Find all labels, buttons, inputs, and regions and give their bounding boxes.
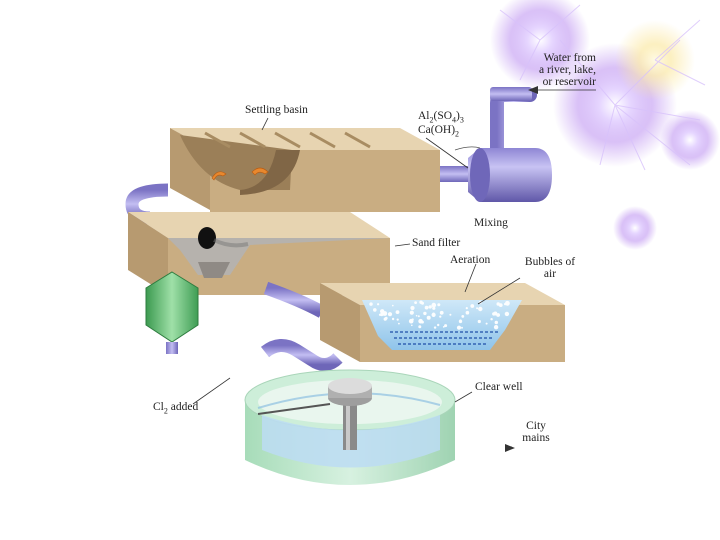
decorative-sparkles xyxy=(490,0,720,250)
cl2-part-a: Cl xyxy=(153,401,164,413)
air-bubble xyxy=(418,325,422,329)
air-bubble xyxy=(395,310,400,314)
chem2-part-a: Ca(OH) xyxy=(418,124,456,136)
cl2-part-c: added xyxy=(167,401,199,413)
air-bubble xyxy=(410,305,415,311)
inlet-pipe xyxy=(490,87,537,155)
air-bubble xyxy=(377,303,380,306)
chem1-part-f: 3 xyxy=(459,115,464,125)
air-bubble xyxy=(433,326,437,329)
bubbles-label: Bubbles of air xyxy=(518,256,582,280)
air-bubble xyxy=(426,315,431,320)
chem1-part-e: ) xyxy=(456,110,460,122)
air-bubble xyxy=(449,313,452,316)
air-bubble xyxy=(424,305,429,310)
air-bubble xyxy=(384,316,388,320)
air-bubble xyxy=(444,324,448,328)
air-bubble xyxy=(456,325,462,330)
air-bubble xyxy=(470,304,475,308)
air-bubble xyxy=(459,319,462,322)
inlet-arrow-icon xyxy=(528,86,538,94)
chlorine-label: Cl2 added xyxy=(153,401,198,417)
city-mains-line2: mains xyxy=(522,432,550,444)
chlorinator xyxy=(145,271,199,354)
source-label-line1: Water from xyxy=(543,52,596,64)
aeration-tank xyxy=(320,283,565,362)
source-label: Water from a river, lake, or reservoir xyxy=(506,52,596,88)
settling-basin xyxy=(170,128,440,212)
cl2-part-b: 2 xyxy=(163,406,168,416)
air-bubble xyxy=(461,315,465,318)
outlet-arrow-icon xyxy=(505,444,515,452)
air-bubble xyxy=(485,322,488,325)
air-bubble xyxy=(477,319,481,324)
air-bubble xyxy=(415,314,418,317)
air-bubble xyxy=(465,310,470,315)
air-bubble xyxy=(442,326,445,328)
sand-filter-label: Sand filter xyxy=(412,237,461,249)
air-bubble xyxy=(369,302,373,306)
air-bubble xyxy=(391,317,395,321)
air-bubble xyxy=(493,325,499,330)
clear-well xyxy=(244,369,456,485)
air-bubble xyxy=(439,315,442,318)
air-bubble xyxy=(421,301,424,305)
air-bubble xyxy=(490,318,493,321)
source-label-line2: a river, lake, xyxy=(538,64,596,76)
chemical-alum-label: Al2(SO4)3 xyxy=(418,110,464,126)
air-bubble xyxy=(437,323,440,327)
air-bubble xyxy=(504,311,510,317)
chem2-part-b: 2 xyxy=(455,129,460,139)
air-bubble xyxy=(373,308,377,312)
air-bubble xyxy=(409,310,414,315)
aeration-label: Aeration xyxy=(450,254,491,266)
air-bubble xyxy=(392,304,394,307)
air-bubble xyxy=(418,318,423,324)
air-bubble xyxy=(428,305,432,309)
air-bubble xyxy=(493,311,498,316)
air-bubble xyxy=(417,315,420,318)
pipe-filter-to-aeration xyxy=(263,281,326,318)
mixing-label: Mixing xyxy=(474,217,508,229)
air-bubble xyxy=(504,302,507,306)
air-bubble xyxy=(414,301,417,304)
pipe-aeration-to-well xyxy=(260,339,343,371)
air-bubble xyxy=(396,318,399,321)
chem1-part-b: 2 xyxy=(429,115,434,125)
city-mains-label: City mains xyxy=(514,420,558,444)
chem1-part-c: (SO xyxy=(433,110,453,122)
air-bubble xyxy=(398,322,400,325)
air-bubble xyxy=(494,320,498,325)
source-label-line3: or reservoir xyxy=(542,76,596,88)
air-bubble xyxy=(432,306,436,310)
settling-basin-label: Settling basin xyxy=(245,104,308,116)
bubbles-label-line1: Bubbles of xyxy=(524,256,576,268)
clear-well-label: Clear well xyxy=(475,381,523,393)
air-bubble xyxy=(461,326,463,329)
air-bubble xyxy=(380,311,386,316)
chem1-part-d: 4 xyxy=(452,115,457,125)
air-bubble xyxy=(437,303,441,307)
air-bubble xyxy=(498,303,503,307)
air-bubble xyxy=(432,312,435,315)
air-bubble xyxy=(431,302,437,308)
air-bubble xyxy=(387,312,393,317)
leader-lines xyxy=(192,89,596,448)
chem1-part-a: Al xyxy=(418,110,430,122)
air-bubble xyxy=(478,306,483,312)
air-bubble xyxy=(423,311,427,316)
city-mains-line1: City xyxy=(526,420,546,432)
air-bubble xyxy=(476,307,479,310)
chemical-lime-label: Ca(OH)2 xyxy=(418,124,459,140)
sand-filter-tank xyxy=(128,212,390,295)
air-bubble xyxy=(411,324,413,327)
bubbles-label-line2: air xyxy=(543,268,557,280)
air-bubble xyxy=(439,310,444,315)
air-bubble xyxy=(465,307,468,310)
air-bubble xyxy=(408,318,414,324)
